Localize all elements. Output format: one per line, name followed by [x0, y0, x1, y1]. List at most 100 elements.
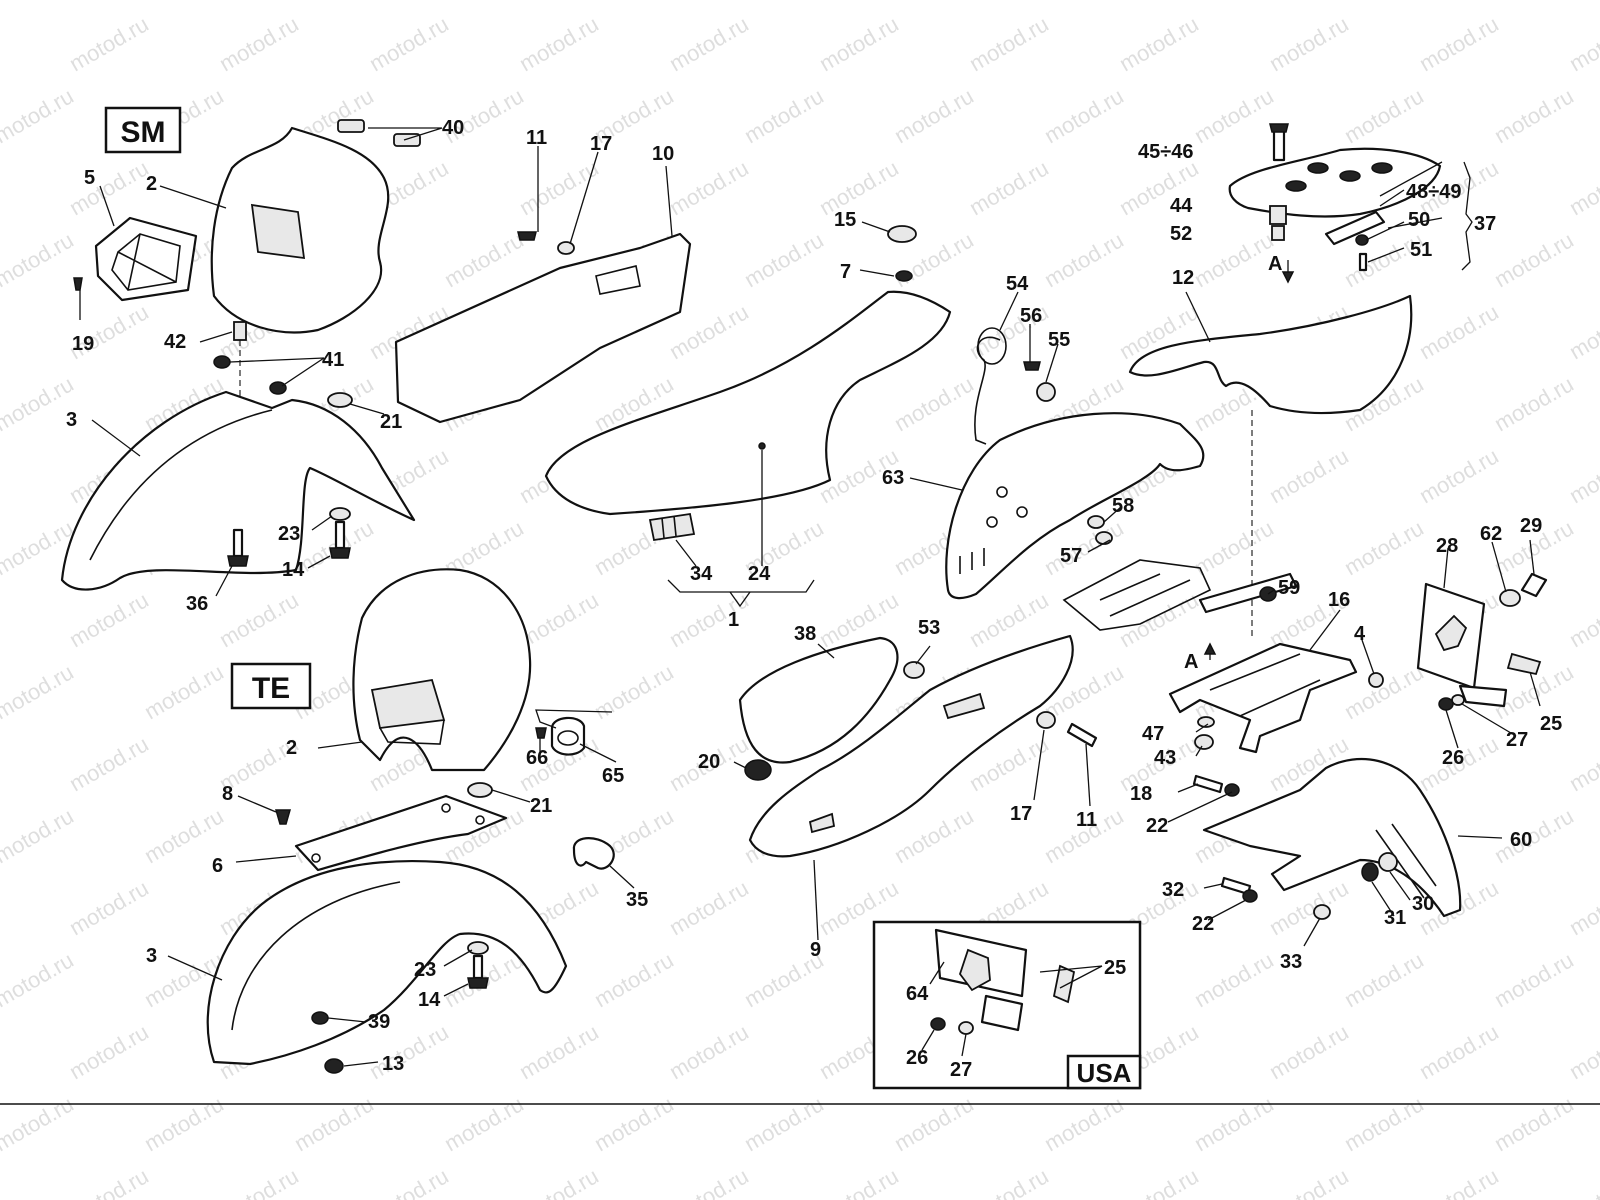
watermark-text: motod.ru — [0, 803, 78, 868]
callout-14-te: 14 — [418, 989, 441, 1011]
watermark-text: motod.ru — [0, 1019, 3, 1084]
callout-4: 4 — [1354, 623, 1366, 645]
rack-hole-a — [1307, 162, 1329, 174]
watermark-text: motod.ru — [1565, 155, 1600, 220]
callout-10: 10 — [652, 143, 674, 165]
watermark-text: motod.ru — [965, 587, 1053, 652]
callout-18: 18 — [1130, 783, 1152, 805]
bolt-14-sm-head — [329, 547, 351, 559]
watermark-text: motod.ru — [1415, 443, 1503, 508]
leader-9 — [813, 859, 819, 941]
watermark-text: motod.ru — [440, 0, 528, 4]
nut-58a — [1087, 515, 1105, 529]
screw-11-top — [517, 231, 537, 241]
watermark-text: motod.ru — [1415, 1019, 1503, 1084]
callout-27: 27 — [1506, 729, 1528, 751]
watermark-text: motod.ru — [665, 587, 753, 652]
callout-6: 6 — [212, 855, 223, 877]
plate-holder-28-foot — [1458, 684, 1508, 708]
callout-65: 65 — [602, 765, 624, 787]
watermark-text: motod.ru — [65, 11, 153, 76]
washer-22-lower — [1242, 889, 1258, 903]
callout-22-lower: 22 — [1192, 913, 1214, 935]
watermark-text: motod.ru — [1040, 1091, 1128, 1156]
watermark-text: motod.ru — [515, 11, 603, 76]
watermark-text: motod.ru — [590, 0, 678, 4]
watermark-text: motod.ru — [1415, 299, 1503, 364]
callout-30: 30 — [1412, 893, 1434, 915]
side-cover-9-slot — [808, 812, 836, 834]
watermark-text: motod.ru — [65, 1163, 153, 1200]
callout-54: 54 — [1006, 273, 1029, 295]
leader-23-sm — [311, 515, 333, 531]
bracket-16 — [1168, 642, 1358, 754]
leader-15 — [861, 221, 891, 233]
callout-21-sm: 21 — [380, 411, 402, 433]
leader-10 — [665, 165, 673, 237]
watermark-text: motod.ru — [590, 947, 678, 1012]
rear-flap-60-ribs — [1375, 823, 1437, 899]
watermark-text: motod.ru — [140, 0, 228, 4]
watermark-text: motod.ru — [1190, 227, 1278, 292]
grommet-43 — [1194, 734, 1214, 750]
nut-26-usa — [930, 1017, 946, 1031]
leader-36 — [215, 565, 233, 597]
pad-34 — [648, 512, 696, 542]
clip-65-hole — [557, 730, 579, 746]
callout-43: 43 — [1154, 747, 1176, 769]
bracket-hole-b — [441, 803, 451, 813]
leader-25-usa — [1039, 965, 1103, 989]
leader-2-sm — [159, 185, 227, 209]
callout-26: 26 — [1442, 747, 1464, 769]
watermark-text: motod.ru — [65, 875, 153, 940]
plate-holder-64-cross — [958, 948, 991, 992]
watermark-text: motod.ru — [0, 659, 78, 724]
callout-34: 34 — [690, 563, 713, 585]
te-section: TE — [206, 568, 615, 1074]
callout-66: 66 — [526, 747, 548, 769]
callout-12: 12 — [1172, 267, 1194, 289]
callout-33: 33 — [1280, 951, 1302, 973]
watermark-text: motod.ru — [1115, 1163, 1203, 1200]
watermark-text: motod.ru — [65, 731, 153, 796]
watermark-text: motod.ru — [1190, 1091, 1278, 1156]
watermark-text: motod.ru — [1490, 1091, 1578, 1156]
leader-8 — [237, 795, 277, 813]
leader-64 — [929, 961, 945, 985]
leader-21-te — [491, 789, 531, 803]
callout-7: 7 — [840, 261, 851, 283]
watermark-text: motod.ru — [890, 0, 978, 4]
callout-35: 35 — [626, 889, 648, 911]
watermark-text: motod.ru — [740, 0, 828, 4]
callout-26-usa: 26 — [906, 1047, 928, 1069]
leader-23-te — [443, 949, 473, 967]
nut-26 — [1438, 697, 1454, 711]
leader-32 — [1203, 883, 1223, 889]
callout-57: 57 — [1060, 545, 1082, 567]
nut-33 — [1313, 904, 1331, 920]
leader-65 — [579, 743, 617, 763]
callout-62: 62 — [1480, 523, 1502, 545]
watermark-text: motod.ru — [815, 155, 903, 220]
watermark-text: motod.ru — [0, 83, 78, 148]
callout-11-side: 11 — [1076, 809, 1097, 831]
leader-41 — [229, 357, 325, 387]
subframe-57 — [1062, 559, 1212, 631]
watermark-text: motod.ru — [1265, 1163, 1353, 1200]
watermark-text: motod.ru — [0, 947, 78, 1012]
washer-30 — [1378, 852, 1398, 872]
callout-53: 53 — [918, 617, 940, 639]
watermark-text: motod.ru — [1040, 0, 1128, 4]
headlight-window-sm — [250, 203, 306, 260]
callout-40: 40 — [442, 117, 464, 139]
watermark-text: motod.ru — [590, 659, 678, 724]
watermark-text: motod.ru — [0, 1091, 78, 1156]
watermark-text: motod.ru — [0, 1163, 3, 1200]
bolt-14-te-head — [467, 977, 489, 989]
callout-17-side: 17 — [1010, 803, 1032, 825]
callout-58: 58 — [1112, 495, 1134, 517]
leader-65-66-bracket — [535, 709, 613, 729]
group-bracket-37 — [1461, 161, 1473, 271]
watermark-text: motod.ru — [665, 1019, 753, 1084]
